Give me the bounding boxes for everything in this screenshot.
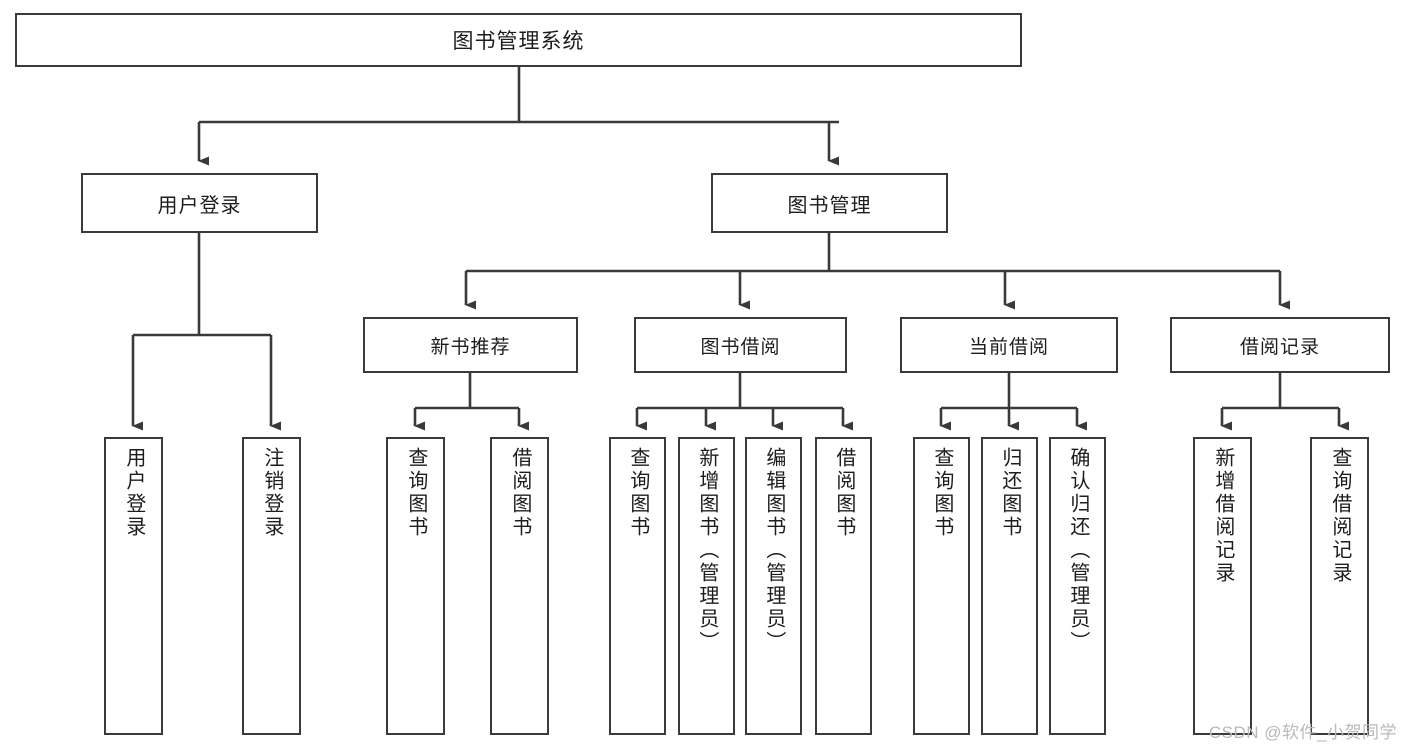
csdn-watermark: CSDN @软件_小贺同学	[1208, 723, 1397, 742]
leaf-label: 查询图书	[930, 447, 953, 539]
leaf-node-return-book[interactable]: 归还图书	[981, 437, 1038, 735]
node-label: 图书管理	[787, 194, 872, 217]
leaf-label: 新增借阅记录	[1211, 447, 1234, 585]
node-new-book-recommend[interactable]: 新书推荐	[363, 317, 578, 373]
leaf-node-query-book-borrow[interactable]: 查询图书	[609, 437, 666, 735]
leaf-node-query-borrow-record[interactable]: 查询借阅记录	[1310, 437, 1369, 735]
leaf-label: 查询图书	[626, 447, 649, 539]
leaf-label: 编辑图书（管理员）	[762, 447, 785, 654]
leaf-label: 查询图书	[404, 447, 427, 539]
leaf-node-add-borrow-record[interactable]: 新增借阅记录	[1193, 437, 1252, 735]
leaf-label: 借阅图书	[508, 447, 531, 539]
leaf-node-user-login[interactable]: 用户登录	[104, 437, 163, 735]
node-label: 图书借阅	[700, 336, 781, 358]
node-borrow-record[interactable]: 借阅记录	[1170, 317, 1390, 373]
node-book-borrow[interactable]: 图书借阅	[634, 317, 847, 373]
leaf-node-query-book-recommend[interactable]: 查询图书	[386, 437, 445, 735]
node-label: 当前借阅	[968, 336, 1049, 358]
node-label: 新书推荐	[430, 336, 511, 358]
node-book-management[interactable]: 图书管理	[711, 173, 948, 233]
leaf-node-logout-login[interactable]: 注销登录	[242, 437, 301, 735]
leaf-node-edit-book[interactable]: 编辑图书（管理员）	[745, 437, 802, 735]
node-label: 借阅记录	[1239, 336, 1320, 358]
leaf-label: 用户登录	[122, 447, 145, 539]
leaf-label: 注销登录	[260, 447, 283, 539]
leaf-label: 归还图书	[998, 447, 1021, 539]
node-label: 图书管理系统	[452, 30, 585, 53]
leaf-label: 查询借阅记录	[1328, 447, 1351, 585]
leaf-label: 借阅图书	[832, 447, 855, 539]
leaf-label: 新增图书（管理员）	[695, 447, 718, 654]
node-current-borrow[interactable]: 当前借阅	[900, 317, 1118, 373]
leaf-node-borrow-book[interactable]: 借阅图书	[815, 437, 872, 735]
node-label: 用户登录	[157, 194, 242, 217]
leaf-label: 确认归还（管理员）	[1066, 447, 1089, 654]
leaf-node-borrow-book-recommend[interactable]: 借阅图书	[490, 437, 549, 735]
leaf-node-add-book[interactable]: 新增图书（管理员）	[678, 437, 735, 735]
leaf-node-query-book-current[interactable]: 查询图书	[913, 437, 970, 735]
node-root-book-management-system[interactable]: 图书管理系统	[15, 13, 1022, 67]
leaf-node-confirm-return[interactable]: 确认归还（管理员）	[1049, 437, 1106, 735]
node-user-login[interactable]: 用户登录	[81, 173, 318, 233]
